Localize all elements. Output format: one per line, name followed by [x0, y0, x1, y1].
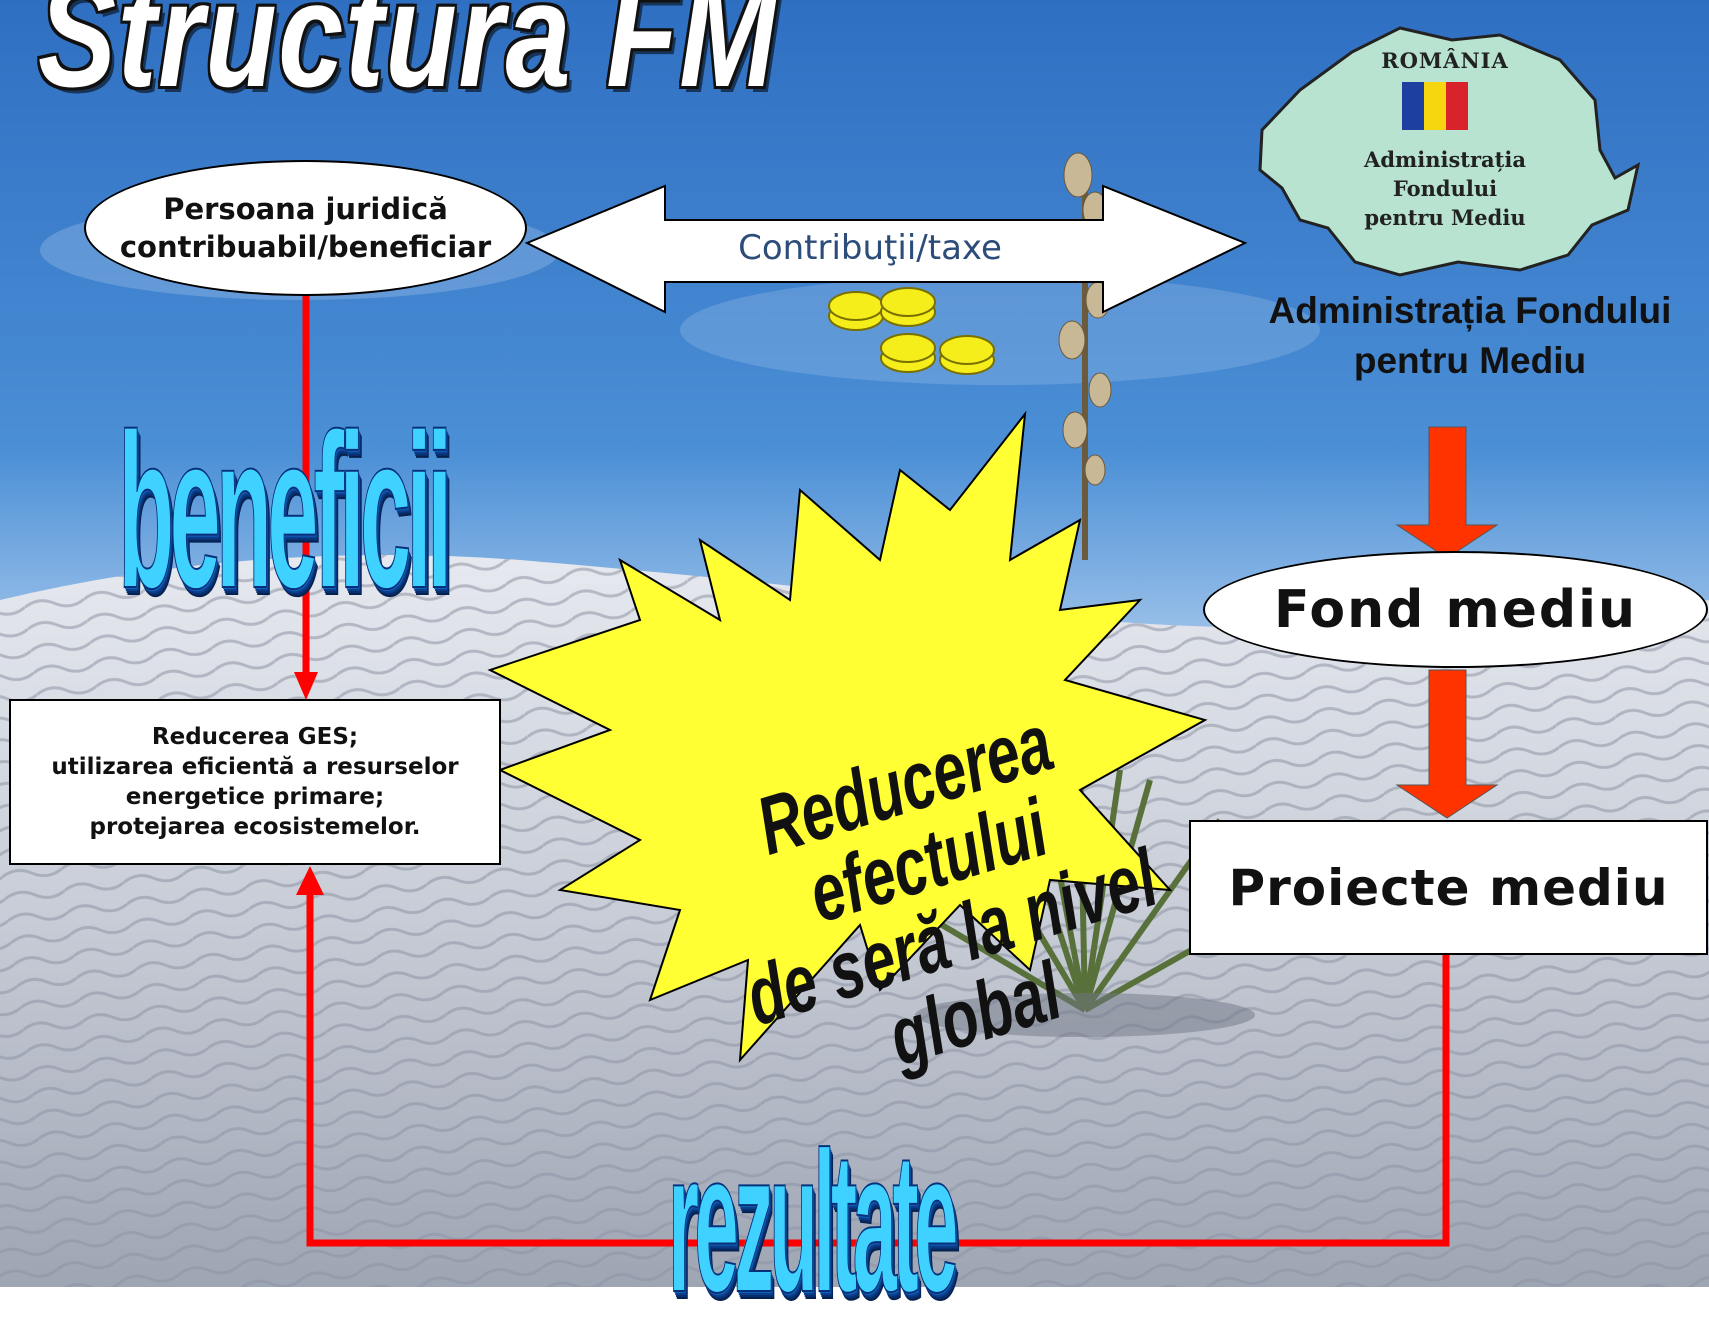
- results-line: protejarea ecosistemelor.: [89, 814, 421, 840]
- map-country-label: ROMÂNIA: [1381, 48, 1509, 73]
- romania-map-icon: [1258, 26, 1641, 277]
- down-arrow-icon: [1395, 426, 1499, 559]
- entity-line1: Persoana juridică: [163, 192, 448, 226]
- map-org-line: Administrația: [1364, 147, 1526, 172]
- coins-icon: [828, 287, 995, 375]
- administration-line2: pentru Mediu: [1353, 340, 1587, 381]
- page-title: Structura FM: [38, 0, 779, 118]
- administration-heading: Administrația Fondului pentru Mediu: [1210, 286, 1709, 386]
- administration-line1: Administrația Fondului: [1268, 290, 1672, 331]
- map-org-line: pentru Mediu: [1364, 205, 1526, 230]
- entity-ellipse: Persoana juridică contribuabil/beneficia…: [84, 160, 527, 296]
- explosion-burst-icon: [487, 410, 1208, 1063]
- arrowhead-down-icon: [294, 672, 318, 700]
- flow-label: Contribuţii/taxe: [738, 228, 1002, 268]
- benefits-wordart: beneficii: [118, 387, 453, 635]
- map-org-label: Administrația Fondului pentru Mediu: [1345, 145, 1545, 232]
- results-wordart: rezultate: [668, 1110, 959, 1335]
- results-line: Reducerea GES;: [151, 724, 359, 750]
- rezultate-connector: [306, 885, 1450, 1247]
- entity-line2: contribuabil/beneficiar: [119, 230, 492, 264]
- down-arrow-icon: [1395, 669, 1499, 819]
- diagram-shapes: [294, 26, 1641, 1247]
- results-box: Reducerea GES; utilizarea eficientă a re…: [9, 699, 501, 865]
- results-line: energetice primare;: [125, 784, 385, 810]
- romanian-flag-icon: [1402, 82, 1468, 130]
- fund-ellipse: Fond mediu: [1203, 551, 1708, 668]
- map-org-line: Fondului: [1392, 176, 1498, 201]
- arrowhead-up-icon: [296, 866, 324, 895]
- projects-box: Proiecte mediu: [1189, 820, 1708, 955]
- results-line: utilizarea eficientă a resurselor: [51, 754, 459, 780]
- double-arrow-icon: [524, 184, 1248, 314]
